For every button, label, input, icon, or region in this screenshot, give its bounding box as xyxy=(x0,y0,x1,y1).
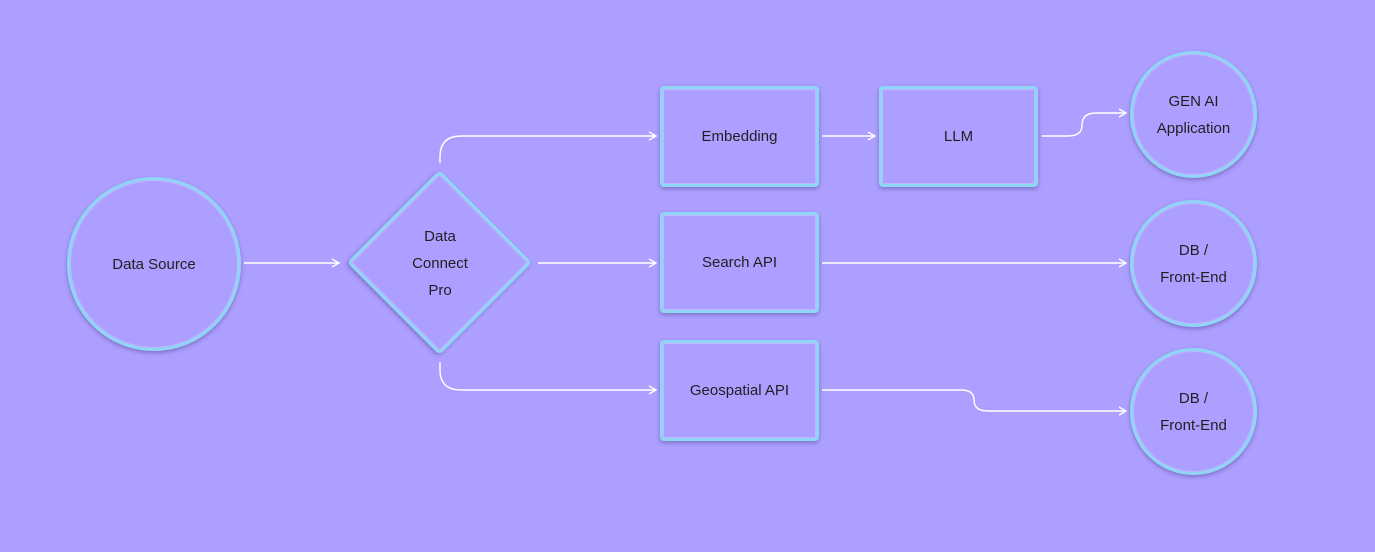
node-db-front-end-search-line1: DB / xyxy=(1178,241,1209,259)
node-llm: LLM xyxy=(879,86,1038,187)
node-db-front-end-geo-line2: Front-End xyxy=(1160,416,1227,434)
node-data-source-label: Data Source xyxy=(112,255,196,273)
edge-geospatialapi-to-dbfrontend xyxy=(822,389,1128,416)
node-llm-label: LLM xyxy=(943,128,974,145)
node-embedding: Embedding xyxy=(660,86,819,187)
edge-dataconnect-to-geospatialapi xyxy=(439,362,658,395)
node-data-connect-pro-line2: Connect xyxy=(412,254,468,272)
node-embedding-label: Embedding xyxy=(701,128,778,145)
node-geospatial-api-label: Geospatial API xyxy=(689,382,790,399)
edge-dataconnect-to-embedding xyxy=(439,131,658,163)
node-data-connect-pro-line1: Data xyxy=(424,227,456,245)
node-search-api-label: Search API xyxy=(701,254,778,271)
node-search-api: Search API xyxy=(660,212,819,313)
node-db-front-end-geospatial: DB / Front-End xyxy=(1130,348,1257,475)
node-geospatial-api: Geospatial API xyxy=(660,340,819,441)
edge-llm-to-genai xyxy=(1042,108,1128,137)
node-gen-ai-line1: GEN AI xyxy=(1168,92,1219,110)
node-data-connect-pro-line3: Pro xyxy=(428,281,452,299)
node-db-front-end-geo-line1: DB / xyxy=(1178,389,1209,407)
node-gen-ai-line2: Application xyxy=(1156,119,1231,137)
node-data-connect-pro: Data Connect Pro xyxy=(390,221,490,305)
node-gen-ai-application: GEN AI Application xyxy=(1130,51,1257,178)
node-db-front-end-search-line2: Front-End xyxy=(1160,268,1227,286)
node-db-front-end-search: DB / Front-End xyxy=(1130,200,1257,327)
node-data-source: Data Source xyxy=(67,177,241,351)
